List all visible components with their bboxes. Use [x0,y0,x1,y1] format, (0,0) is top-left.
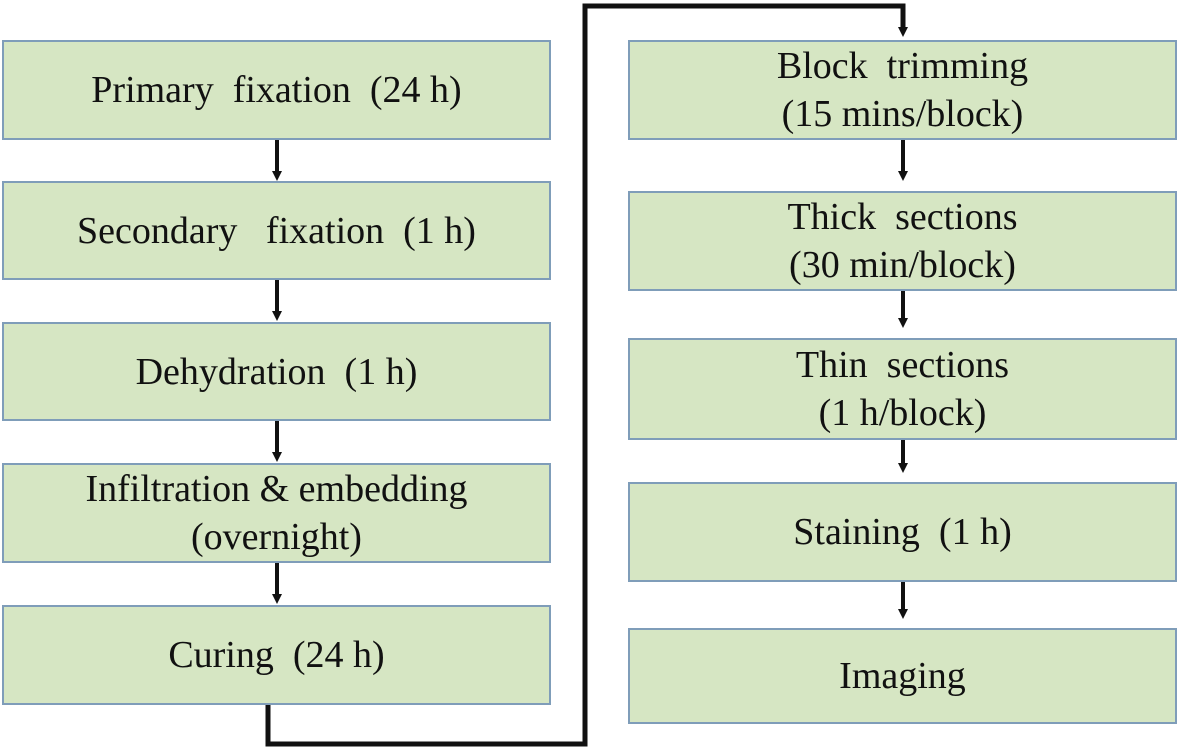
step-imaging: Imaging [628,628,1177,724]
step-dehydration: Dehydration (1 h) [2,322,551,421]
step-label: Curing (24 h) [168,634,385,676]
step-label-line-2: (overnight) [191,516,362,558]
step-label-line-1: Thin sections [795,344,1010,386]
step-label-line-2: (1 h/block) [818,392,987,434]
step-block-trimming: Block trimming (15 mins/block) [628,40,1177,140]
step-secondary-fixation: Secondary fixation (1 h) [2,181,551,280]
step-infiltration-embedding: Infiltration & embedding (overnight) [2,463,551,563]
step-label-line-1: Block trimming [776,45,1029,87]
step-thick-sections: Thick sections (30 min/block) [628,191,1177,291]
step-primary-fixation: Primary fixation (24 h) [2,40,551,140]
step-label-line-2: (15 mins/block) [781,93,1024,135]
connector-curing-to-block-trimming [265,3,908,747]
step-label: Secondary fixation (1 h) [77,209,476,252]
step-curing: Curing (24 h) [2,605,551,705]
step-label: Imaging [839,655,966,697]
step-thin-sections: Thin sections (1 h/block) [628,338,1177,440]
step-label: Dehydration (1 h) [135,350,418,393]
step-label-line-2: (30 min/block) [789,244,1016,286]
step-label-line-1: Thick sections [787,196,1018,238]
step-label: Staining (1 h) [793,511,1012,553]
step-label: Primary fixation (24 h) [91,69,462,111]
step-staining: Staining (1 h) [628,482,1177,582]
step-label-line-1: Infiltration & embedding [85,468,468,510]
